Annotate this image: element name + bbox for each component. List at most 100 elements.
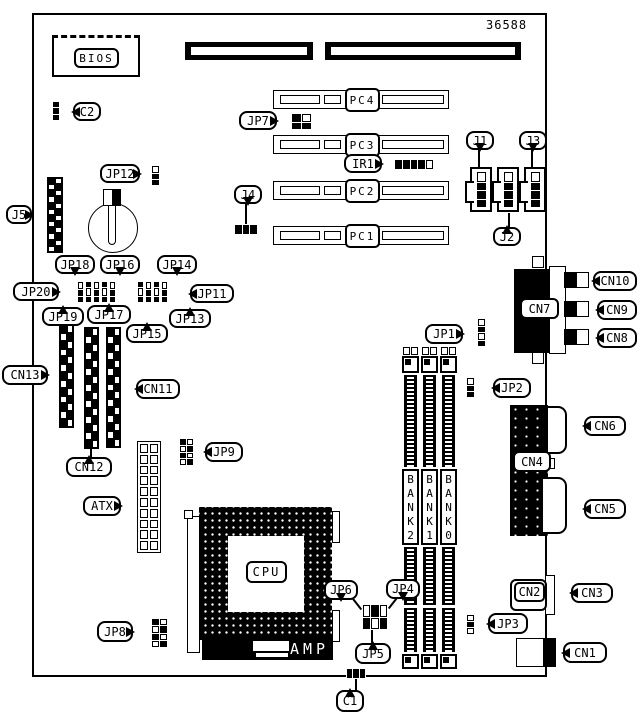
pin (61, 365, 66, 372)
cpu-socket-tab-bottom (332, 610, 340, 642)
pin (467, 392, 474, 397)
amp-bar-window (253, 641, 289, 651)
pin (94, 290, 99, 296)
pin (86, 329, 91, 335)
amp-brand-label: AMP (290, 640, 330, 658)
pin (92, 385, 97, 391)
pin (92, 417, 97, 423)
pci-segment (324, 95, 341, 104)
pin (180, 452, 186, 459)
pin (56, 179, 61, 184)
pin (108, 329, 113, 335)
atx-power-connector (137, 441, 161, 553)
pin (150, 487, 158, 496)
pin (67, 357, 72, 364)
callout-jp11: JP11 (188, 284, 234, 303)
pin (86, 385, 91, 391)
pci-label: PC2 (345, 179, 380, 203)
cn11-header (106, 327, 121, 448)
cn2-label: CN2 (514, 582, 545, 602)
pin (150, 465, 158, 475)
pin (114, 400, 119, 407)
pin (467, 627, 474, 634)
dimm-cap (430, 347, 437, 355)
pin (160, 633, 167, 640)
pin (150, 476, 158, 486)
pin (108, 416, 113, 423)
cn1-connector-dark (544, 638, 556, 667)
pin (531, 172, 540, 182)
pin (359, 669, 365, 678)
pin (152, 626, 159, 633)
pin (67, 412, 72, 419)
dimm-contacts (404, 375, 417, 467)
pci-slot-pc1: PC1 (273, 224, 449, 248)
pin (418, 160, 426, 169)
pin (402, 160, 410, 169)
pin (67, 396, 72, 403)
pin (49, 215, 54, 221)
pin (146, 290, 151, 296)
jp456-jumper-block (362, 604, 388, 630)
pin (140, 519, 148, 529)
callout-jp2: JP2 (491, 378, 531, 398)
pin (86, 401, 91, 407)
j4-header (234, 224, 258, 235)
pin (108, 408, 113, 415)
jumper-jp20 (77, 281, 84, 303)
pin (162, 296, 167, 302)
j3-connector (519, 167, 546, 212)
pin (108, 344, 113, 351)
pin (150, 519, 158, 529)
pin (152, 619, 159, 626)
pin (146, 296, 151, 302)
pin (67, 349, 72, 356)
dimm-slot-bank2: BANK2 (402, 347, 419, 669)
pin (56, 234, 61, 239)
pin (86, 282, 91, 288)
callout-cn3: CN3 (569, 583, 613, 603)
pin (114, 392, 119, 399)
callout-cn11: CN11 (134, 379, 180, 399)
pin (108, 400, 113, 407)
c1-header (346, 668, 366, 679)
pin (150, 497, 158, 507)
cpu-socket-lever (187, 516, 200, 653)
pin (467, 622, 474, 627)
jumper-jp14 (137, 281, 144, 303)
callout-ir1: IR1 (344, 154, 384, 173)
pci-slot-pc2: PC2 (273, 179, 449, 203)
pci-slot-pc4: PC4 (273, 88, 449, 112)
pci-segment (324, 186, 341, 195)
pci-label: PC1 (345, 224, 380, 248)
pin (92, 337, 97, 343)
pin (56, 191, 61, 196)
pin (180, 439, 186, 445)
pin (242, 225, 250, 234)
pin (504, 199, 513, 207)
dimm-latch-top (421, 356, 438, 373)
callout-jp20: JP20 (13, 282, 61, 301)
pin (467, 615, 474, 622)
dimm-cap (441, 347, 448, 355)
pin (347, 669, 353, 678)
cn13-header (59, 324, 74, 428)
pin (114, 424, 119, 431)
pin (86, 425, 91, 431)
j3-pins (530, 171, 541, 208)
callout-jp15: JP15 (126, 322, 168, 343)
pin (114, 432, 119, 439)
callout-j3: J3 (519, 131, 547, 152)
pin (86, 353, 91, 359)
pin (61, 357, 66, 364)
pin (504, 172, 513, 182)
cn9-port (564, 301, 576, 317)
pin (152, 633, 159, 640)
pin (395, 160, 402, 169)
pin (477, 191, 486, 199)
pin (92, 409, 97, 415)
jumper-jp19 (93, 281, 100, 303)
pin (292, 123, 301, 129)
pin (49, 197, 54, 202)
callout-j1: J1 (466, 131, 494, 152)
